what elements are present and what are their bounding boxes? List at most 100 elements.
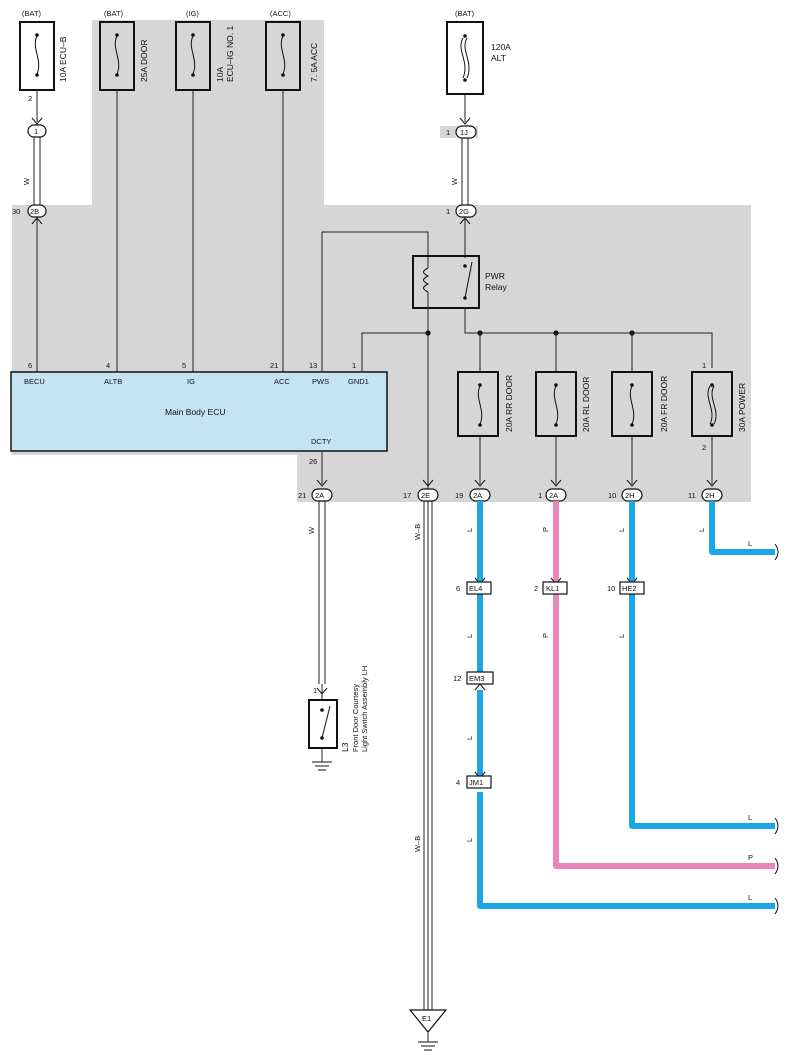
ground-id: E1 bbox=[422, 1014, 431, 1023]
svg-text:11: 11 bbox=[688, 491, 696, 500]
svg-text:L: L bbox=[617, 634, 626, 638]
ecu-pin-gnd1: GND1 bbox=[348, 377, 369, 386]
fuse-ecu-b-label: 10A ECU–B bbox=[58, 36, 68, 82]
ground-e1: E1 bbox=[408, 1009, 448, 1051]
svg-text:L: L bbox=[465, 838, 474, 842]
ecu-pin-ig: IG bbox=[187, 377, 195, 386]
svg-text:L: L bbox=[465, 736, 474, 740]
svg-text:13: 13 bbox=[309, 361, 317, 370]
svg-text:10: 10 bbox=[607, 584, 615, 593]
svg-text:W: W bbox=[450, 177, 459, 185]
svg-text:30: 30 bbox=[12, 207, 20, 216]
connector-EM3: EM3 bbox=[469, 674, 484, 683]
connector-EL4: EL4 bbox=[469, 584, 482, 593]
svg-text:2A: 2A bbox=[473, 491, 482, 500]
svg-text:2H: 2H bbox=[705, 491, 715, 500]
switch-id: L3 bbox=[340, 742, 350, 752]
svg-text:5: 5 bbox=[182, 361, 186, 370]
svg-text:6: 6 bbox=[456, 584, 460, 593]
ecu-pin-pws: PWS bbox=[312, 377, 329, 386]
svg-text:W: W bbox=[307, 526, 316, 534]
svg-text:Relay: Relay bbox=[485, 282, 507, 292]
svg-text:L: L bbox=[748, 893, 752, 902]
svg-text:1: 1 bbox=[702, 361, 706, 370]
svg-text:2A: 2A bbox=[549, 491, 558, 500]
svg-text:(BAT): (BAT) bbox=[455, 9, 475, 18]
wire-rl-door: P P P bbox=[541, 501, 779, 875]
svg-text:2: 2 bbox=[534, 584, 538, 593]
inline-connectors: EL4 6 KL1 2 HE2 10 EM3 12 JM1 4 bbox=[453, 581, 645, 789]
wire-dcty-l3: W 1 bbox=[307, 501, 328, 700]
svg-text:P: P bbox=[541, 633, 550, 638]
svg-text:P: P bbox=[541, 527, 550, 532]
svg-text:Front Door Courtesy: Front Door Courtesy bbox=[351, 684, 360, 752]
connector-KL1: KL1 bbox=[546, 584, 559, 593]
svg-text:19: 19 bbox=[455, 491, 463, 500]
ecu-pin-altb: ALTB bbox=[104, 377, 122, 386]
svg-text:1: 1 bbox=[446, 128, 450, 137]
svg-text:L: L bbox=[617, 528, 626, 532]
svg-text:1: 1 bbox=[538, 491, 542, 500]
svg-text:ALT: ALT bbox=[491, 53, 506, 63]
svg-text:26: 26 bbox=[309, 457, 317, 466]
fuse-rr-door: 20A RR DOOR bbox=[457, 371, 514, 437]
ecu-pin-dcty: DCTY bbox=[311, 437, 331, 446]
svg-text:L: L bbox=[697, 528, 706, 532]
svg-text:10: 10 bbox=[608, 491, 616, 500]
connector-row-bottom: 2A 21 2E 17 2A 19 2A 1 2H 10 2H 11 bbox=[298, 479, 723, 502]
svg-text:L: L bbox=[465, 528, 474, 532]
svg-text:21: 21 bbox=[298, 491, 306, 500]
svg-text:20A FR DOOR: 20A FR DOOR bbox=[659, 376, 669, 432]
svg-text:1: 1 bbox=[446, 207, 450, 216]
svg-text:ECU–IG NO. 1: ECU–IG NO. 1 bbox=[225, 26, 235, 82]
svg-text:17: 17 bbox=[403, 491, 411, 500]
svg-text:Light Switch Assembly LH: Light Switch Assembly LH bbox=[360, 666, 369, 752]
relay-output-bus bbox=[464, 308, 713, 368]
ecu-pin-acc: ACC bbox=[274, 377, 290, 386]
svg-text:2H: 2H bbox=[625, 491, 635, 500]
svg-text:(IG): (IG) bbox=[186, 9, 199, 18]
connector-1J: 1J bbox=[460, 128, 468, 137]
svg-text:P: P bbox=[748, 853, 753, 862]
svg-text:(BAT): (BAT) bbox=[104, 9, 124, 18]
svg-text:21: 21 bbox=[270, 361, 278, 370]
fuse-ecu-b-pin: 2 bbox=[28, 94, 32, 103]
wire-alt: 1J 1 W 2G 1 bbox=[446, 94, 477, 258]
svg-text:10A: 10A bbox=[215, 67, 225, 82]
svg-text:4: 4 bbox=[456, 778, 460, 787]
connector-HE2: HE2 bbox=[622, 584, 637, 593]
connector-1: 1 bbox=[34, 127, 38, 136]
wire-pws bbox=[321, 231, 429, 372]
wire-rr-door: L L L L L bbox=[465, 501, 779, 915]
svg-text:12: 12 bbox=[453, 674, 461, 683]
pwr-relay: PWR Relay bbox=[412, 255, 507, 309]
svg-text:4: 4 bbox=[106, 361, 110, 370]
connector-2B: 2B bbox=[30, 207, 39, 216]
svg-text:2A: 2A bbox=[315, 491, 324, 500]
main-body-ecu: Main Body ECU 6 BECU 4 ALTB 5 IG 21 ACC … bbox=[10, 361, 388, 466]
svg-text:(ACC): (ACC) bbox=[270, 9, 291, 18]
svg-text:W–B: W–B bbox=[413, 524, 422, 540]
svg-text:W: W bbox=[22, 177, 31, 185]
courtesy-light-switch-l3: L3 Front Door Courtesy Light Switch Asse… bbox=[308, 666, 369, 771]
wire-ground-wb: W–B W–B bbox=[413, 501, 433, 1010]
wire-ecu-b: 1 W 2B 30 bbox=[12, 90, 47, 372]
relay-name: PWR bbox=[485, 271, 505, 281]
svg-text:6: 6 bbox=[28, 361, 32, 370]
svg-text:L: L bbox=[748, 813, 752, 822]
connector-JM1: JM1 bbox=[469, 778, 483, 787]
wire-gnd1 bbox=[361, 332, 428, 372]
connector-2G: 2G bbox=[459, 207, 469, 216]
svg-text:30A POWER: 30A POWER bbox=[737, 383, 747, 432]
svg-text:120A: 120A bbox=[491, 42, 511, 52]
svg-text:W–B: W–B bbox=[413, 836, 422, 852]
svg-text:L: L bbox=[465, 634, 474, 638]
svg-text:20A RL DOOR: 20A RL DOOR bbox=[581, 377, 591, 432]
svg-text:1: 1 bbox=[313, 686, 317, 695]
svg-text:7. 5A ACC: 7. 5A ACC bbox=[309, 43, 319, 82]
fuse-ecu-b-supply: (BAT) bbox=[22, 9, 42, 18]
fuse-ecu-b: (BAT) 10A ECU–B 2 bbox=[19, 9, 68, 103]
ecu-pin-becu: BECU bbox=[24, 377, 45, 386]
